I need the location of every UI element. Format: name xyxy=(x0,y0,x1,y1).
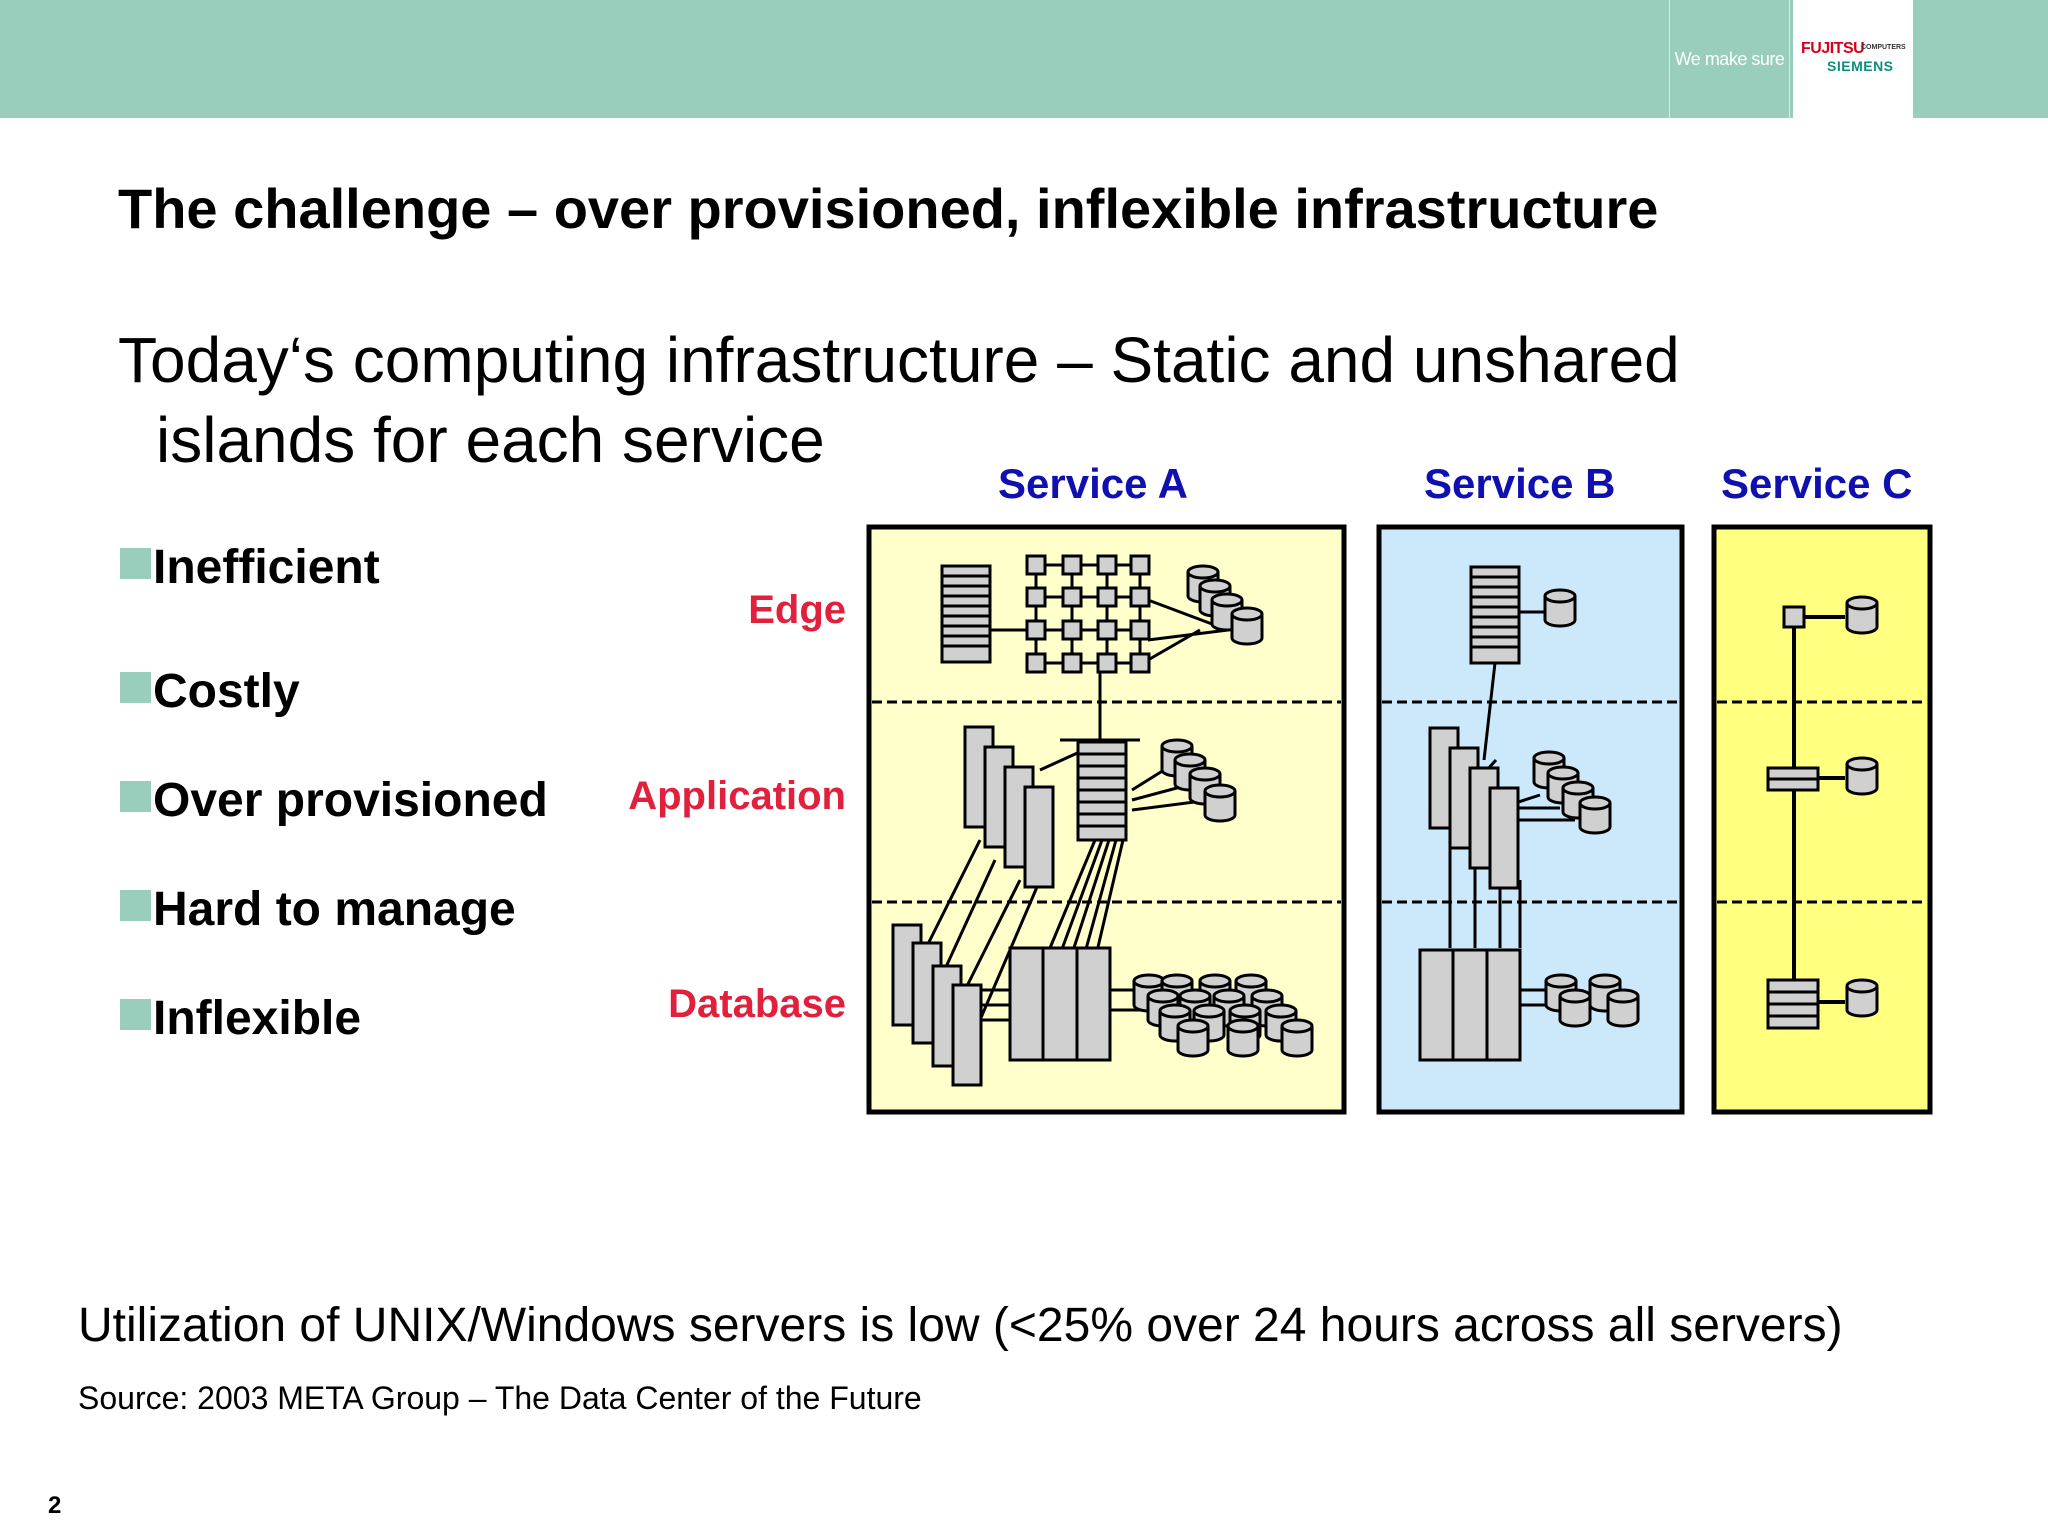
service-b-db-cluster-icon xyxy=(1418,948,1522,1062)
bullet-text: Over provisioned xyxy=(153,774,548,827)
fujitsu-siemens-logo: FUJITSU COMPUTERS SIEMENS xyxy=(1793,0,1913,118)
bullet-square-icon xyxy=(120,672,151,703)
bullet-text: Hard to manage xyxy=(153,883,516,936)
service-c-db-server-icon xyxy=(1766,978,1879,1030)
bullet-square-icon xyxy=(120,999,151,1030)
tier-label-database: Database xyxy=(668,982,846,1026)
service-c-app-server-icon xyxy=(1766,756,1879,796)
service-c-edge-server-icon xyxy=(1782,595,1879,635)
slide-subtitle: Today‘s computing infrastructure – Stati… xyxy=(118,320,1858,480)
service-b-edge-rack-icon xyxy=(1469,565,1521,665)
slide-title: The challenge – over provisioned, inflex… xyxy=(118,177,1659,240)
header-tagline: We make sure xyxy=(1669,0,1790,118)
service-b-edge-storage-icon xyxy=(1543,588,1577,628)
logo-siemens-text: SIEMENS xyxy=(1827,58,1894,74)
utilization-statement: Utilization of UNIX/Windows servers is l… xyxy=(78,1299,1843,1352)
source-citation: Source: 2003 META Group – The Data Cente… xyxy=(78,1380,922,1416)
bullet-item: Over provisioned xyxy=(120,773,548,828)
subtitle-line-2: islands for each service xyxy=(156,404,825,476)
bullet-item: Inflexible xyxy=(120,991,361,1046)
service-a-app-links xyxy=(918,672,1211,1021)
bullet-text: Inflexible xyxy=(153,992,362,1045)
bullet-square-icon xyxy=(120,781,151,812)
bullet-square-icon xyxy=(120,890,151,921)
service-a-edge-switch-grid-icon xyxy=(1025,554,1151,674)
service-a-app-rack-icon xyxy=(1076,740,1128,842)
bullet-item: Hard to manage xyxy=(120,882,516,937)
service-b-title: Service B xyxy=(1424,460,1616,507)
service-c-title: Service C xyxy=(1721,460,1913,507)
tier-label-application: Application xyxy=(628,774,846,818)
service-c-panel xyxy=(1711,524,1933,1115)
bullet-text: Costly xyxy=(153,665,300,718)
bullet-text: Inefficient xyxy=(153,541,380,594)
logo-computers-text: COMPUTERS xyxy=(1861,44,1906,51)
logo-fujitsu-text: FUJITSU xyxy=(1801,40,1865,57)
service-a-title: Service A xyxy=(998,460,1188,507)
service-a-edge-rack-icon xyxy=(940,564,992,664)
bullet-item: Inefficient xyxy=(120,540,380,595)
service-a-db-cluster-icon xyxy=(1008,946,1112,1062)
tier-label-edge: Edge xyxy=(748,588,846,632)
bullet-item: Costly xyxy=(120,664,300,719)
subtitle-line-1: Today‘s computing infrastructure – Stati… xyxy=(118,324,1680,396)
bullet-square-icon xyxy=(120,548,151,579)
page-number: 2 xyxy=(48,1492,62,1519)
header-bar: We make sure FUJITSU COMPUTERS SIEMENS xyxy=(0,0,2048,118)
service-c-links xyxy=(1792,615,1845,1004)
